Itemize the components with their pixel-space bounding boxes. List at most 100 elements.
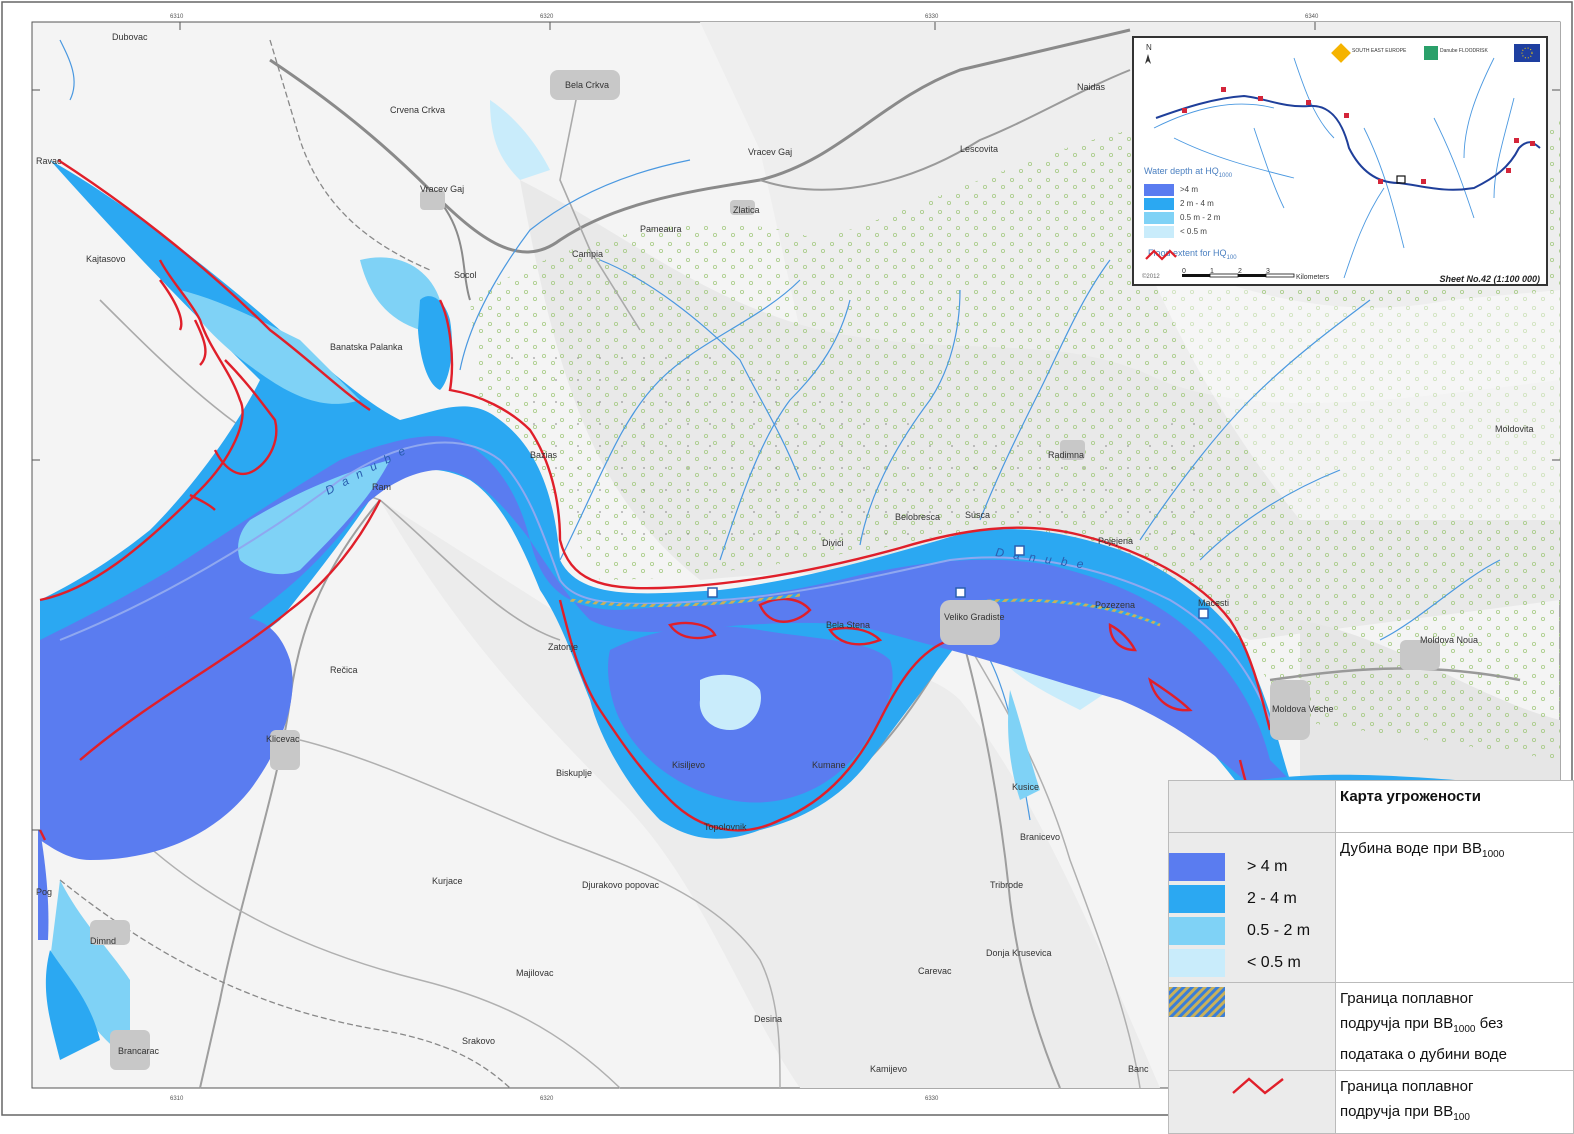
town-label: Kamijevo — [870, 1064, 907, 1074]
town-label: Pog — [36, 887, 52, 897]
flood-line-icon — [1232, 1077, 1284, 1095]
scale-tick: 0 — [1182, 268, 1186, 275]
scale-tick: 2 — [1238, 268, 1242, 275]
tick-label: 6320 — [540, 1096, 554, 1102]
town-label: Srakovo — [462, 1036, 495, 1046]
tick-label: 6320 — [540, 14, 554, 20]
town-label: Pameaura — [640, 224, 682, 234]
town-label: Zatonje — [548, 642, 578, 652]
town-label: Rečica — [330, 665, 358, 675]
grid-ticks: 6310 6320 6330 6340 6310 6320 6330 — [32, 14, 1560, 1102]
town-label: Klicevac — [266, 734, 300, 744]
tick-label: 6340 — [1305, 14, 1319, 20]
town-label: Veliko Gradiste — [944, 612, 1005, 622]
inset-depth-row: 0.5 m - 2 m — [1144, 211, 1232, 225]
inset-flood-label-main: Flood extent for HQ — [1148, 248, 1227, 258]
town-label: Vracev Gaj — [420, 184, 464, 194]
town-label: Moldova Noua — [1420, 635, 1478, 645]
legend-title: Карта угрожености — [1340, 788, 1481, 805]
town-label: Carevac — [918, 966, 952, 976]
forest-dots — [500, 343, 1200, 555]
flood-line-icon — [1145, 249, 1177, 261]
town-label: Crvena Crkva — [390, 105, 445, 115]
scale-unit: Kilometers — [1296, 274, 1330, 281]
boundary1-line2-main: подручја при ВВ — [1340, 1015, 1454, 1032]
town-label: Topolovnik — [704, 822, 747, 832]
depth-row: < 0.5 m — [1169, 949, 1333, 977]
town-label: Branicevo — [1020, 832, 1060, 842]
swatch-2-4 — [1144, 197, 1174, 210]
town-label: Dubovac — [112, 32, 148, 42]
town-label: Socol — [454, 270, 477, 280]
town-labels: Dubovac Bela Crkva Crvena Crkva Vracev G… — [36, 32, 1534, 1074]
inset-overview-map: N — [1132, 36, 1548, 286]
legend-row-boundary-100: Граница поплавног подручја при ВВ100 — [1168, 1070, 1574, 1134]
town-label: Moldova Veche — [1272, 704, 1334, 714]
legend-cell-boundary-1000: Граница поплавног подручја при ВВ1000 бе… — [1335, 982, 1574, 1071]
inset-depth-label: 2 m - 4 m — [1180, 199, 1214, 209]
inset-depth-label: >4 m — [1180, 185, 1199, 195]
inset-sheet-markers — [1182, 87, 1535, 184]
town-label: Bela Stena — [826, 620, 870, 630]
legend-cell-hatch — [1168, 982, 1336, 1071]
town-label: Kurjace — [432, 876, 463, 886]
settlement-areas — [90, 70, 1440, 1070]
hatch-swatch-icon — [1169, 987, 1225, 1017]
tick-label: 6310 — [170, 1096, 184, 1102]
inset-flood-label: Flood extent for HQ100 — [1148, 248, 1237, 261]
legend-row-title: Карта угрожености — [1168, 780, 1574, 833]
inset-depth-row: < 0.5 m — [1144, 225, 1232, 239]
town-label: Vracev Gaj — [748, 147, 792, 157]
depth-row: 2 - 4 m — [1169, 885, 1333, 913]
port-markers — [707, 545, 1209, 619]
flood-boundary-hatch — [569, 593, 801, 607]
tributary-streams — [59, 39, 1501, 821]
logo-see-text: SOUTH EAST EUROPE — [1352, 48, 1407, 54]
town-label: Brancarac — [118, 1046, 160, 1056]
swatch-lt05 — [1169, 949, 1225, 977]
depth-title-sub: 1000 — [1482, 849, 1505, 860]
town-label: Banatska Palanka — [330, 342, 403, 352]
legend-cell-title: Карта угрожености — [1335, 780, 1574, 833]
inset-depth-legend: Water depth at HQ1000 >4 m 2 m - 4 m 0.5… — [1144, 166, 1232, 239]
town-label: Lescovita — [960, 144, 998, 154]
inset-depth-label: < 0.5 m — [1180, 227, 1207, 237]
legend-grid: Карта угрожености > 4 m 2 - 4 m 0.5 - 2 … — [1168, 780, 1574, 1134]
town-label: Kisiljevo — [672, 760, 705, 770]
town-label: Susca — [965, 510, 990, 520]
town-label: Kajtasovo — [86, 254, 126, 264]
swatch-2-4 — [1169, 885, 1225, 913]
north-arrow-glyph — [1145, 54, 1151, 64]
depth-label: > 4 m — [1247, 858, 1288, 875]
town-label: Kumane — [812, 760, 846, 770]
tick-label: 6330 — [925, 14, 939, 20]
inset-legend-title: Water depth at HQ1000 — [1144, 166, 1232, 179]
inset-current-sheet — [1396, 175, 1406, 184]
inset-depth-row: >4 m — [1144, 183, 1232, 197]
north-arrow-icon: N — [1146, 43, 1152, 52]
legend-cell-empty — [1168, 780, 1336, 833]
inset-depth-label: 0.5 m - 2 m — [1180, 213, 1221, 223]
town-label: Naidas — [1077, 82, 1106, 92]
town-label: Campia — [572, 249, 603, 259]
town-label: Donja Krusevica — [986, 948, 1052, 958]
boundary1-line2-sub: 1000 — [1453, 1024, 1476, 1035]
swatch-gt4 — [1144, 183, 1174, 196]
town-label: Kusice — [1012, 782, 1039, 792]
inset-flood-extent-legend: Flood extent for HQ100 — [1144, 248, 1237, 261]
inset-legend-title-main: Water depth at HQ — [1144, 166, 1219, 176]
town-label: Bela Crkva — [565, 80, 609, 90]
town-label: Macesti — [1198, 598, 1229, 608]
boundary2-line2: подручја при ВВ100 — [1340, 1099, 1569, 1130]
legend-cell-boundary-100: Граница поплавног подручја при ВВ100 — [1335, 1070, 1574, 1134]
town-label: Majilovac — [516, 968, 554, 978]
sheet-number: Sheet No.42 (1:100 000) — [1439, 274, 1540, 284]
boundary2-line2-main: подручја при ВВ — [1340, 1103, 1454, 1120]
inset-depth-row: 2 m - 4 m — [1144, 197, 1232, 211]
depth-title-main: Дубина воде при ВВ — [1340, 840, 1483, 857]
town-label: Tribrode — [990, 880, 1023, 890]
town-label: Bazias — [530, 450, 558, 460]
inset-danube — [1155, 94, 1541, 191]
depth-label: 0.5 - 2 m — [1247, 922, 1311, 939]
